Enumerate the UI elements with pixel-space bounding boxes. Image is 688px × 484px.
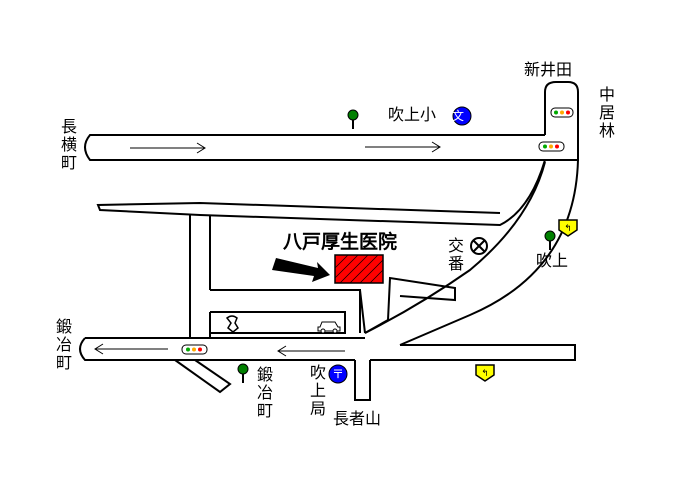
- fukiage-elementary-label: 吹上小: [388, 105, 437, 124]
- police-box-icon: [470, 237, 488, 255]
- road-curve-west: [364, 161, 546, 334]
- tree-icon: [237, 363, 249, 383]
- pointer-arrow: [272, 258, 330, 282]
- road-kajimachi-diag: [174, 359, 232, 394]
- shrine-icon: [225, 315, 239, 333]
- road-chojayama: [354, 360, 371, 401]
- school-glyph: 文: [452, 109, 465, 123]
- tree-icon: [347, 109, 359, 129]
- arrow-bottom-2: [277, 345, 345, 357]
- post-office-icon: [328, 364, 348, 384]
- road-curve-east: [399, 159, 579, 346]
- kajimachi-bottom-label: 鍛冶町: [256, 365, 273, 420]
- road-top: [84, 134, 556, 161]
- route-sign-icon: ↰: [475, 364, 495, 382]
- road-curve: [96, 159, 546, 227]
- tree-icon: [544, 230, 556, 250]
- fukiage-post-office-label: 吹上局: [309, 363, 326, 418]
- fukiage-label: 吹上: [536, 251, 569, 270]
- road-bottom: [79, 337, 576, 361]
- svg-text:↰: ↰: [481, 369, 489, 379]
- road-vertical-left: [189, 215, 211, 338]
- road-inner-block-2: [209, 215, 456, 334]
- kajimachi-left-label: 鍛冶町: [55, 317, 72, 372]
- traffic-light-icon: [181, 344, 208, 355]
- arrow-bottom-1: [94, 343, 168, 355]
- route-sign-icon: ↰: [558, 219, 578, 237]
- traffic-light-icon: [538, 141, 565, 152]
- nakaibayashi-label: 中居林: [598, 85, 615, 140]
- chojayama-label: 長者山: [333, 409, 382, 428]
- arrow-top-2: [365, 141, 441, 153]
- niida-label: 新井田: [524, 60, 573, 79]
- car-icon: [317, 321, 341, 334]
- hospital-hatch: [334, 254, 384, 284]
- traffic-light-icon: [550, 107, 574, 118]
- hospital-block: [334, 254, 384, 284]
- nagayoko-label: 長横町: [60, 117, 77, 172]
- hospital-label: 八戸厚生医院: [283, 231, 398, 253]
- arrow-top-1: [130, 142, 206, 154]
- road-niida-loop: [544, 81, 579, 161]
- post-glyph: 〒: [332, 367, 345, 381]
- police-box-label: 交番: [447, 236, 464, 273]
- school-icon: [452, 106, 472, 126]
- svg-text:↰: ↰: [564, 224, 572, 234]
